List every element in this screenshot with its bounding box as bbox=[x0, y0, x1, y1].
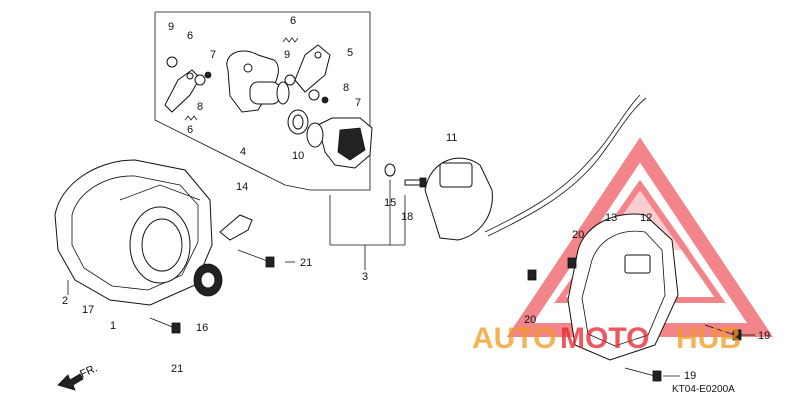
callout-21a: 21 bbox=[300, 257, 312, 269]
oil-seal-part-16 bbox=[193, 263, 223, 297]
callout-19a: 19 bbox=[758, 330, 770, 342]
callout-13: 13 bbox=[605, 212, 617, 224]
watermark-text-hub: HUB bbox=[676, 322, 741, 355]
bolt-part-18 bbox=[404, 177, 427, 188]
pulse-cover-part-13 bbox=[567, 213, 679, 361]
leader-lines bbox=[67, 180, 755, 377]
diagram-code: KT04-E0200A bbox=[672, 384, 735, 395]
breaker-plate-part-4 bbox=[226, 50, 290, 113]
bracket-part-14 bbox=[219, 214, 253, 241]
watermark-text-moto: MOTO bbox=[560, 322, 649, 355]
callout-9a: 9 bbox=[168, 21, 174, 33]
callout-8b: 8 bbox=[343, 82, 349, 94]
callout-5: 5 bbox=[347, 47, 353, 59]
subassembly-outline bbox=[154, 11, 371, 191]
callout-3: 3 bbox=[362, 271, 368, 283]
callout-17: 17 bbox=[82, 304, 94, 316]
callout-18: 18 bbox=[401, 211, 413, 223]
contact-arm-part-5 bbox=[294, 44, 331, 93]
callout-11: 11 bbox=[446, 132, 457, 144]
washer-part-15 bbox=[384, 163, 396, 177]
callout-19b: 19 bbox=[684, 370, 696, 382]
callout-12: 12 bbox=[640, 212, 652, 224]
callout-20a: 20 bbox=[572, 229, 584, 241]
callout-21b: 21 bbox=[171, 363, 183, 375]
spring-parts bbox=[184, 37, 299, 121]
callout-16: 16 bbox=[196, 322, 208, 334]
callout-6c: 6 bbox=[290, 15, 296, 27]
watermark-text: AUTO MOTO HUB bbox=[472, 322, 741, 355]
crankcase-cover-part-1 bbox=[54, 159, 213, 306]
callout-8a: 8 bbox=[197, 101, 203, 113]
callout-15: 15 bbox=[384, 197, 396, 209]
callout-7a: 7 bbox=[210, 49, 216, 61]
callout-10: 10 bbox=[292, 150, 304, 162]
callout-20b: 20 bbox=[524, 314, 536, 326]
callout-2: 2 bbox=[62, 295, 68, 307]
cam-housing-part bbox=[306, 117, 373, 169]
watermark-text-auto: AUTO bbox=[472, 322, 556, 355]
washers-and-nuts bbox=[166, 56, 329, 104]
direction-label: FR. bbox=[78, 362, 99, 380]
callout-labels: 9 6 7 8 6 4 6 9 5 8 7 10 11 14 15 18 3 2… bbox=[62, 15, 770, 382]
callout-9b: 9 bbox=[284, 49, 290, 61]
callout-4: 4 bbox=[240, 146, 246, 158]
front-direction-arrow: FR. bbox=[57, 362, 99, 391]
contact-arm-part-6-left bbox=[164, 69, 201, 113]
pulse-generator-part-11 bbox=[424, 94, 647, 241]
callout-1: 1 bbox=[110, 320, 116, 332]
seal-ring-part-10 bbox=[287, 109, 309, 135]
callout-14: 14 bbox=[236, 181, 248, 193]
callout-7b: 7 bbox=[355, 97, 361, 109]
callout-6a: 6 bbox=[187, 30, 193, 42]
bolts-part-21 bbox=[149, 249, 275, 334]
callout-6b: 6 bbox=[187, 124, 193, 136]
